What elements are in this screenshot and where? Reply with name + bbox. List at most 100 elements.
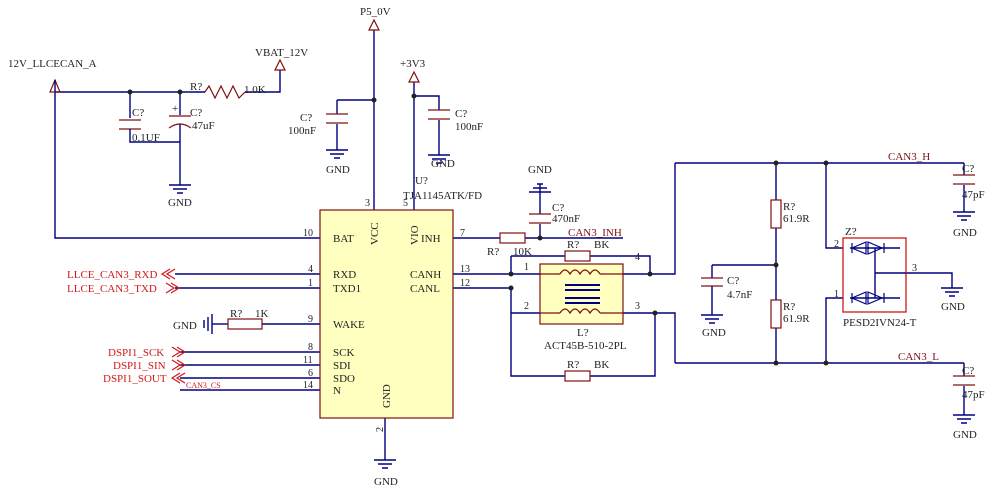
- resistors: R? 1.0K R? 10K R? 1K R? BK R? BK R? 61.9…: [190, 81, 810, 382]
- pin-rxd: RXD: [333, 269, 356, 281]
- pin-num-1: 1: [308, 278, 313, 289]
- svg-text:C?: C?: [962, 365, 974, 377]
- pin-num-14: 14: [303, 380, 313, 391]
- pin-num-10: 10: [303, 228, 313, 239]
- svg-text:GND: GND: [168, 197, 192, 209]
- port-sck: DSPI1_SCK: [108, 347, 164, 359]
- cap-c7: C? 47pF: [953, 163, 985, 201]
- choke-act45b: 1 2 3 4 L? ACT45B-510-2PL: [524, 252, 640, 352]
- svg-text:GND: GND: [374, 476, 398, 488]
- res-r7: R? 61.9R: [770, 299, 810, 329]
- svg-text:C?: C?: [455, 108, 467, 120]
- port-txd: LLCE_CAN3_TXD: [67, 283, 157, 295]
- svg-text:GND: GND: [326, 164, 350, 176]
- svg-text:470nF: 470nF: [552, 213, 580, 225]
- svg-text:47pF: 47pF: [962, 189, 985, 201]
- svg-text:3: 3: [912, 263, 917, 274]
- svg-text:R?: R?: [190, 81, 202, 93]
- pin-num-12: 12: [460, 278, 470, 289]
- svg-text:R?: R?: [783, 301, 795, 313]
- gnd-c6: GND: [701, 314, 726, 339]
- svg-text:100nF: 100nF: [288, 125, 316, 137]
- pin-txd1: TXD1: [333, 283, 361, 295]
- capacitors: C? 0.1UF + C? 47uF C? 100nF C? 100nF C? …: [119, 103, 985, 401]
- label-12v: 12V_LLCECAN_A: [8, 58, 97, 70]
- ic-tja1145: U? TJA1145ATK/FD BAT RXD TXD1 WAKE SCK S…: [303, 175, 482, 432]
- svg-text:GND: GND: [173, 320, 197, 332]
- pin-num-9: 9: [308, 314, 313, 325]
- choke-ref: L?: [577, 327, 589, 339]
- svg-text:GND: GND: [528, 164, 552, 176]
- svg-text:47pF: 47pF: [962, 389, 985, 401]
- svg-text:47uF: 47uF: [192, 120, 215, 132]
- res-r2: R? 10K: [487, 232, 532, 258]
- svg-text:GND: GND: [953, 429, 977, 441]
- pin-sdo: SDO: [333, 373, 355, 385]
- signal-ports: LLCE_CAN3_RXD LLCE_CAN3_TXD DSPI1_SCK DS…: [67, 268, 187, 385]
- choke-part: ACT45B-510-2PL: [544, 340, 627, 352]
- tvs-ref: Z?: [845, 226, 857, 238]
- svg-text:C?: C?: [552, 202, 564, 214]
- port-sin: DSPI1_SIN: [113, 360, 166, 372]
- res-r5: R? BK: [564, 359, 609, 382]
- svg-text:GND: GND: [702, 327, 726, 339]
- svg-text:61.9R: 61.9R: [783, 213, 810, 225]
- pin-num-4: 4: [308, 264, 313, 275]
- svg-text:R?: R?: [783, 201, 795, 213]
- svg-text:R?: R?: [487, 246, 499, 258]
- pin-vcc: VCC: [369, 222, 381, 245]
- label-vbat: VBAT_12V: [255, 47, 308, 59]
- ic-body: [319, 209, 454, 419]
- port-rxd: LLCE_CAN3_RXD: [67, 269, 158, 281]
- svg-text:C?: C?: [727, 275, 739, 287]
- svg-text:C?: C?: [300, 112, 312, 124]
- svg-text:BK: BK: [594, 359, 609, 371]
- cap-c1: C? 0.1UF: [119, 107, 160, 144]
- pin-num-13: 13: [460, 264, 470, 275]
- gnd-c5: GND: [528, 164, 552, 193]
- pin-sck: SCK: [333, 347, 354, 359]
- svg-text:1K: 1K: [255, 308, 269, 320]
- cap-c5: C? 470nF: [529, 202, 580, 225]
- svg-text:GND: GND: [953, 227, 977, 239]
- svg-text:R?: R?: [567, 359, 579, 371]
- pin-num-5: 5: [403, 198, 408, 209]
- pin-sdi: SDI: [333, 360, 351, 372]
- label-p5v: P5_0V: [360, 6, 391, 18]
- svg-text:C?: C?: [190, 107, 202, 119]
- svg-text:GND: GND: [431, 158, 455, 170]
- label-3v3: +3V3: [400, 58, 426, 70]
- net-can3inh: CAN3_INH: [568, 227, 622, 239]
- cap-c6: C? 4.7nF: [701, 275, 752, 301]
- ic-ref: U?: [415, 175, 428, 187]
- gnd-c7: GND: [953, 211, 977, 239]
- port-sout: DSPI1_SOUT: [103, 373, 167, 385]
- svg-text:+: +: [172, 103, 178, 115]
- svg-text:C?: C?: [962, 163, 974, 175]
- svg-text:R?: R?: [567, 239, 579, 251]
- pin-num-8: 8: [308, 342, 313, 353]
- net-labels: CAN3_H CAN3_L CAN3_INH CAN3_CS: [186, 151, 939, 390]
- net-can3l: CAN3_L: [898, 351, 939, 363]
- res-r4: R? BK: [564, 239, 609, 262]
- gnd-c2: GND: [168, 184, 192, 209]
- pin-num-3: 3: [365, 198, 370, 209]
- wires: [54, 30, 965, 460]
- svg-text:1: 1: [524, 262, 529, 273]
- cap-c4: C? 100nF: [428, 108, 483, 133]
- ic-part: TJA1145ATK/FD: [403, 190, 482, 202]
- pin-num-6: 6: [308, 368, 313, 379]
- cap-c2: + C? 47uF: [168, 103, 215, 140]
- pin-num-2: 2: [375, 427, 386, 432]
- svg-text:3: 3: [635, 301, 640, 312]
- pin-gnd: GND: [381, 384, 393, 408]
- svg-text:61.9R: 61.9R: [783, 313, 810, 325]
- svg-text:1.0K: 1.0K: [244, 84, 266, 96]
- gnd-c4: GND: [428, 154, 455, 170]
- tvs-pesd2ivn24: Z? 2 1 3 PESD2IVN24-T: [834, 226, 917, 329]
- svg-text:BK: BK: [594, 239, 609, 251]
- gnd-c3: GND: [326, 149, 350, 176]
- svg-text:2: 2: [524, 301, 529, 312]
- svg-text:4: 4: [635, 252, 640, 263]
